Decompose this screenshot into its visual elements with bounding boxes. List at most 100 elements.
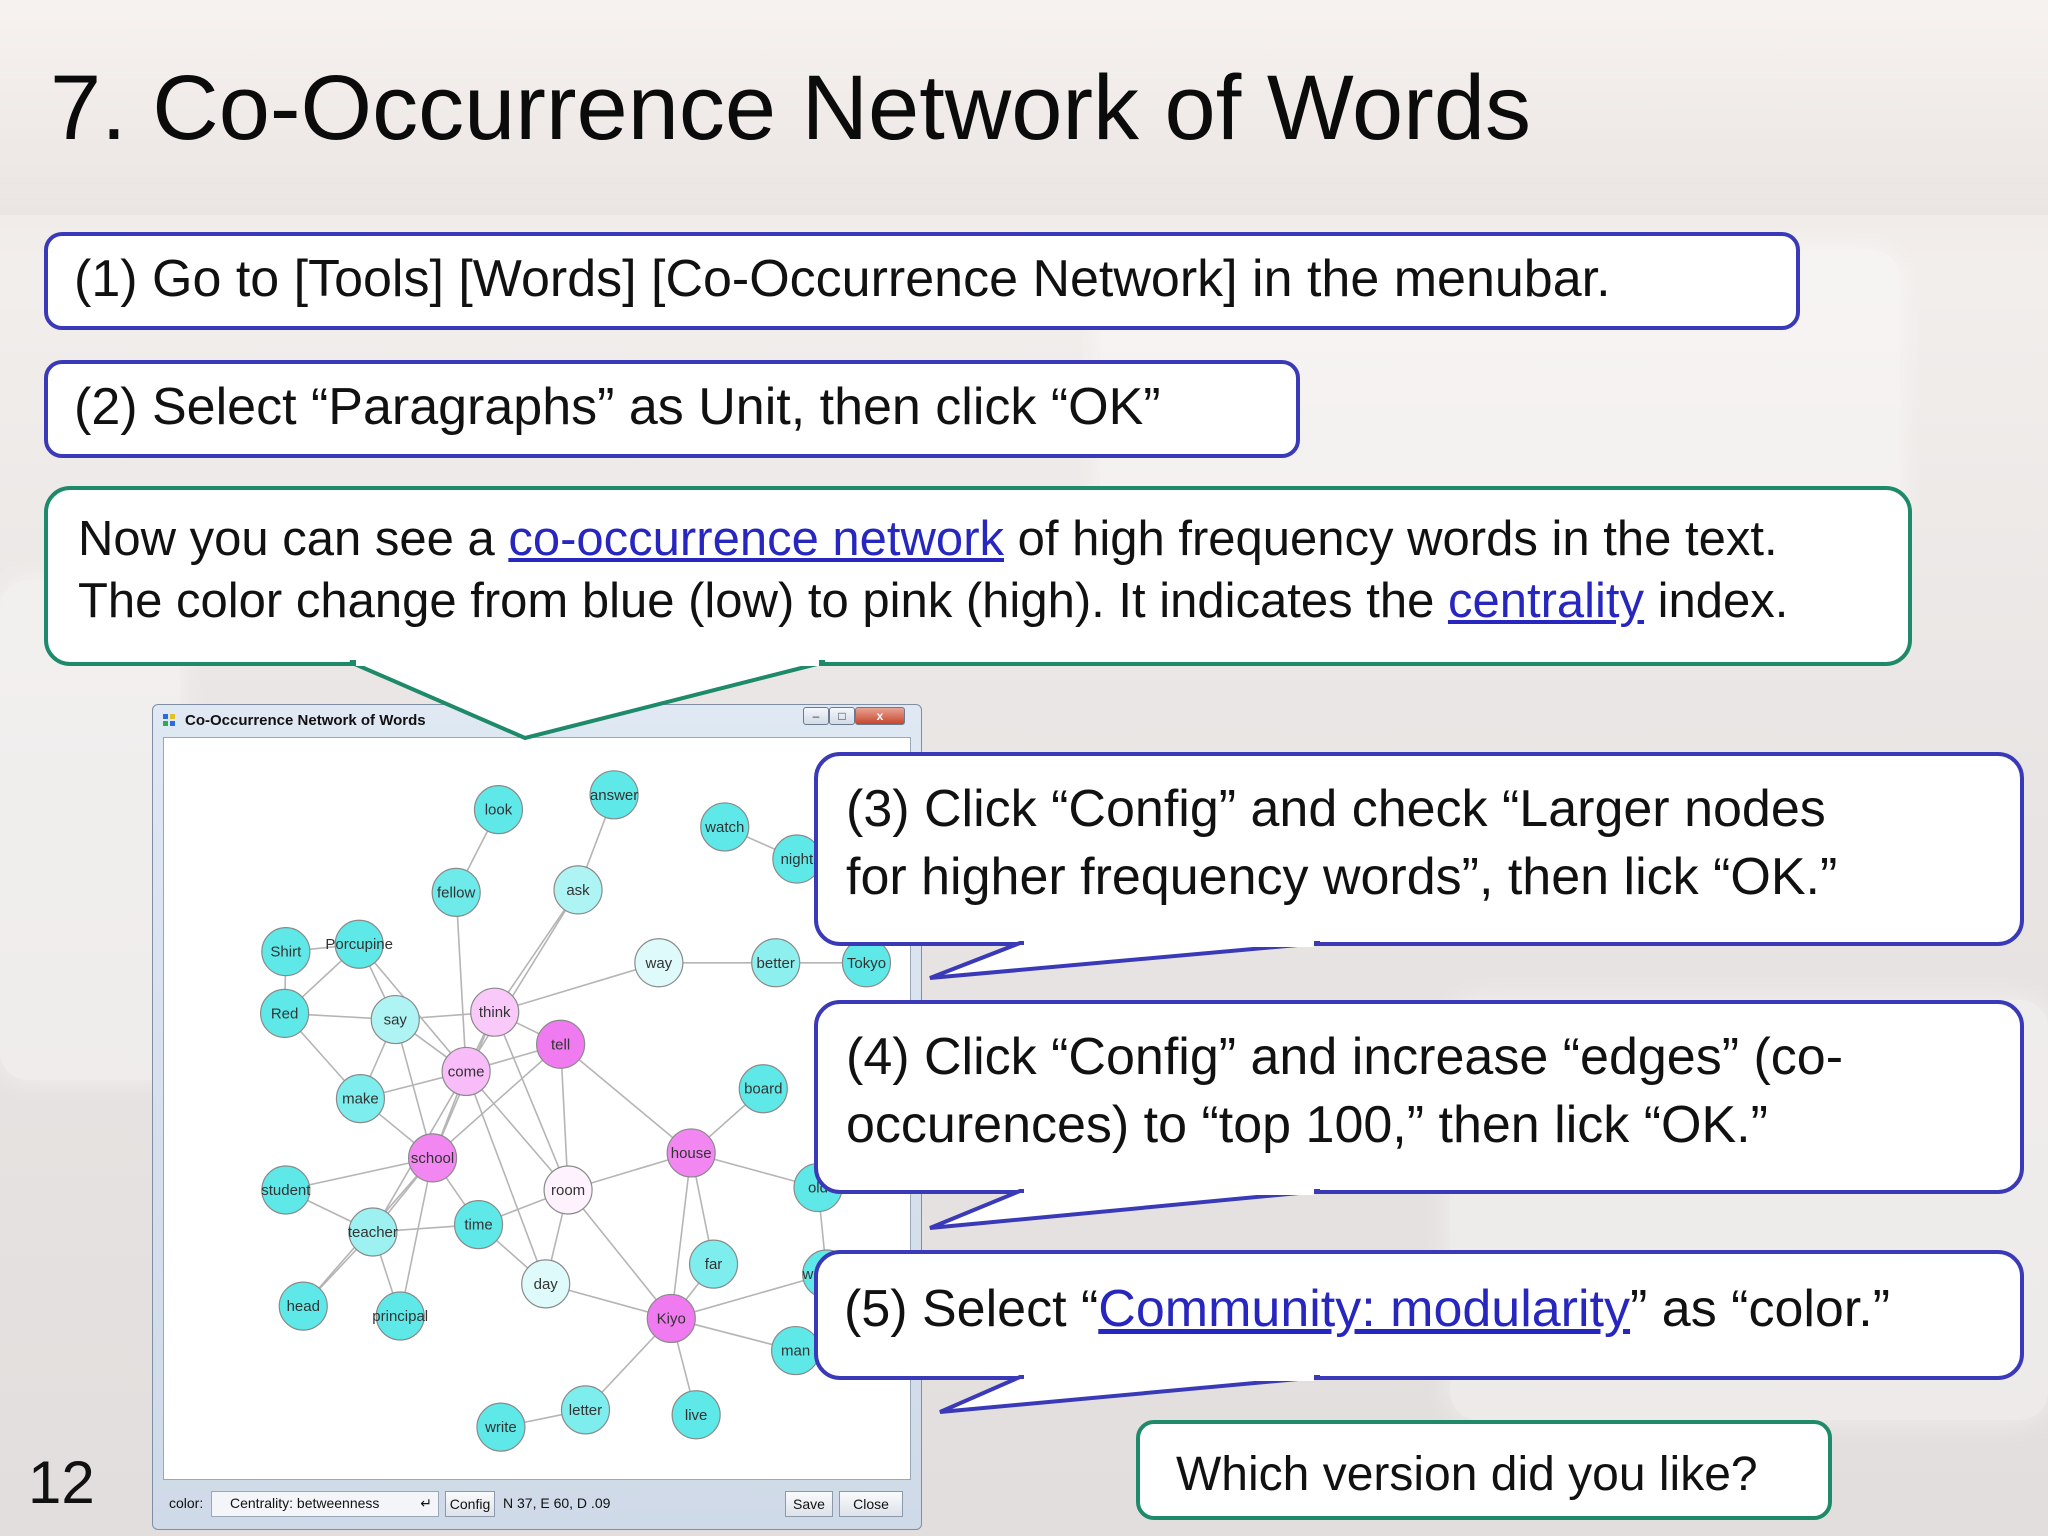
node-make[interactable]: make	[335, 1074, 386, 1124]
node-night[interactable]: night	[772, 834, 822, 884]
node-label: way	[645, 955, 673, 972]
edge-school-student	[285, 1157, 433, 1191]
node-Tokyo[interactable]: Tokyo	[841, 938, 892, 988]
note-text: index.	[1644, 574, 1789, 628]
node-label: say	[384, 1012, 408, 1029]
save-button[interactable]: Save	[785, 1491, 833, 1517]
maximize-button[interactable]: □	[829, 707, 855, 725]
node-teacher[interactable]: teacher	[348, 1207, 398, 1257]
node-fellow[interactable]: fellow	[431, 867, 481, 917]
node-label: better	[757, 955, 795, 972]
network-stats: N 37, E 60, D .09	[503, 1495, 611, 1511]
node-day[interactable]: day	[521, 1259, 571, 1309]
node-label: watch	[704, 819, 744, 836]
node-label: teacher	[348, 1224, 398, 1241]
node-think[interactable]: think	[470, 987, 520, 1037]
node-better[interactable]: better	[751, 938, 801, 988]
minimize-button[interactable]: –	[803, 707, 829, 725]
node-room[interactable]: room	[543, 1165, 593, 1215]
community-modularity-link[interactable]: Community: modularity	[1098, 1280, 1631, 1338]
step3-line-1: (3) Click “Config” and check “Larger nod…	[846, 780, 1826, 838]
node-label: far	[705, 1256, 723, 1273]
node-live[interactable]: live	[671, 1390, 721, 1440]
edge-think-room	[493, 1011, 569, 1191]
node-Porcupine[interactable]: Porcupine	[325, 919, 393, 969]
edge-come-day	[465, 1071, 547, 1285]
node-head[interactable]: head	[278, 1281, 328, 1331]
node-label: Tokyo	[847, 955, 886, 972]
step2-box: (2) Select “Paragraphs” as Unit, then cl…	[44, 360, 1300, 458]
node-Red[interactable]: Red	[260, 988, 310, 1039]
node-label: Porcupine	[325, 936, 393, 953]
node-label: tell	[551, 1036, 570, 1053]
node-label: come	[448, 1063, 485, 1080]
node-far[interactable]: far	[688, 1239, 739, 1289]
node-house[interactable]: house	[666, 1128, 716, 1178]
step4-callout-tail	[929, 1189, 1321, 1230]
title-band	[0, 0, 2048, 215]
node-Kiyo[interactable]: Kiyo	[646, 1293, 696, 1344]
note-text: Now you can see a	[78, 512, 509, 566]
node-board[interactable]: board	[738, 1064, 788, 1114]
node-man[interactable]: man	[771, 1325, 821, 1376]
node-way[interactable]: way	[634, 938, 684, 988]
note-box: Now you can see a co-occurrence network …	[44, 486, 1912, 666]
node-label: ask	[566, 882, 590, 899]
step5-text: (5) Select “Community: modularity” as “c…	[844, 1276, 1890, 1344]
node-look[interactable]: look	[473, 785, 524, 835]
node-label: Red	[271, 1005, 299, 1022]
edge-tell-school	[432, 1043, 562, 1159]
step1-box: (1) Go to [Tools] [Words] [Co-Occurrence…	[44, 232, 1800, 330]
config-button[interactable]: Config	[445, 1491, 495, 1517]
node-write[interactable]: write	[476, 1402, 526, 1452]
question-box: Which version did you like?	[1136, 1420, 1832, 1520]
centrality-link[interactable]: centrality	[1447, 574, 1645, 628]
edge-school-principal	[399, 1157, 434, 1317]
edge-tell-house	[560, 1043, 692, 1154]
node-come[interactable]: come	[441, 1046, 491, 1097]
node-ask[interactable]: ask	[553, 865, 603, 915]
edge-house-Kiyo	[670, 1152, 692, 1319]
note-line-1: Now you can see a co-occurrence network …	[78, 508, 1778, 572]
node-student[interactable]: student	[261, 1165, 311, 1215]
node-label: school	[411, 1150, 454, 1167]
node-label: house	[671, 1145, 712, 1162]
node-label: Kiyo	[657, 1310, 686, 1327]
node-label: make	[342, 1091, 379, 1108]
step4-box: (4) Click “Config” and increase “edges” …	[814, 1000, 2024, 1194]
node-principal[interactable]: principal	[372, 1291, 428, 1341]
page-number: 12	[28, 1449, 95, 1516]
node-label: think	[479, 1004, 511, 1021]
note-text: The color change from blue (low) to pink…	[78, 574, 1448, 628]
color-select[interactable]: Centrality: betweenness ↵	[211, 1491, 439, 1517]
step3-line-2: for higher frequency words”, then lick “…	[846, 848, 1838, 906]
status-bar: color: Centrality: betweenness ↵ Config …	[163, 1487, 911, 1523]
node-label: man	[781, 1343, 810, 1360]
node-letter[interactable]: letter	[560, 1385, 611, 1435]
color-select-value: Centrality: betweenness	[230, 1495, 380, 1511]
close-window-button[interactable]: x	[855, 707, 905, 725]
node-answer[interactable]: answer	[589, 770, 639, 820]
co-occurrence-network-link[interactable]: co-occurrence network	[508, 512, 1005, 566]
window-title: Co-Occurrence Network of Words	[185, 712, 426, 729]
edge-Kiyo-woman	[671, 1273, 827, 1320]
node-label: student	[261, 1182, 311, 1199]
step4-line-2: occurences) to “top 100,” then lick “OK.…	[846, 1096, 1768, 1154]
node-label: head	[287, 1298, 320, 1315]
close-button[interactable]: Close	[839, 1491, 903, 1517]
node-Shirt[interactable]: Shirt	[261, 927, 311, 977]
note-text: of high frequency words in the text.	[1004, 512, 1778, 566]
node-watch[interactable]: watch	[700, 802, 750, 852]
edge-think-way	[494, 962, 660, 1013]
note-line-2: The color change from blue (low) to pink…	[78, 570, 1788, 634]
node-tell[interactable]: tell	[536, 1019, 586, 1069]
node-label: night	[781, 851, 814, 868]
network-window: Co-Occurrence Network of Words – □ x loo…	[152, 704, 922, 1530]
node-time[interactable]: time	[453, 1199, 504, 1250]
node-say[interactable]: say	[370, 994, 420, 1045]
node-school[interactable]: school	[407, 1133, 458, 1183]
step3-callout-tail	[929, 941, 1321, 980]
node-label: Shirt	[270, 944, 302, 961]
